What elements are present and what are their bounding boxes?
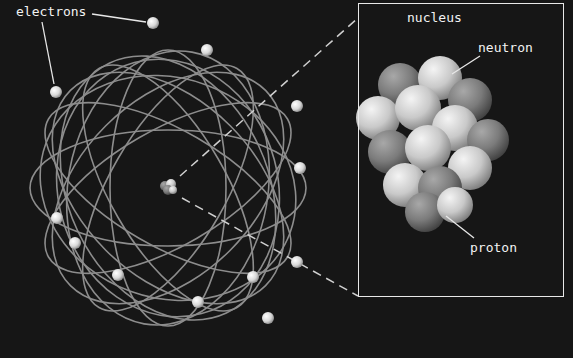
part-label: proton [468,240,519,255]
electrons [50,17,306,324]
small-nucleus [160,179,177,195]
part-label: neutron [476,40,535,55]
nucleus-cluster [356,56,509,232]
zoom-lines [180,18,358,296]
box-heading: nucleus [407,10,462,25]
part-leaders [446,56,480,238]
part-label: electrons [14,4,88,19]
electron-orbits [8,21,328,356]
electron-leaders [42,14,146,84]
